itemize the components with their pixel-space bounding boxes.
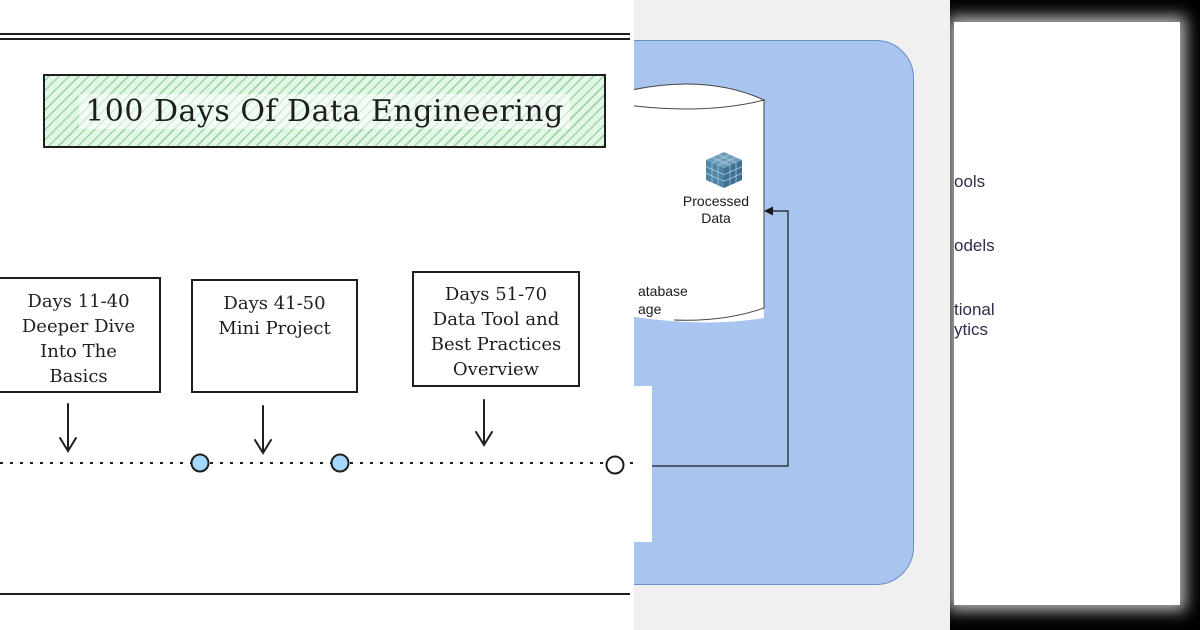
milestone-line: Best Practices (430, 334, 562, 355)
milestone-line: Overview (452, 359, 540, 380)
timeline-node (330, 453, 350, 473)
card-item-analytics: tional ytics (954, 300, 995, 339)
roadmap-title-box: 100 Days Of Data Engineering (43, 74, 606, 148)
down-arrow-icon (59, 403, 77, 453)
processed-data-label: Processed Data (682, 193, 750, 226)
milestone-line: Days 11-40 (27, 291, 130, 312)
milestone-line: Basics (49, 366, 108, 387)
card-panel: ools odels tional ytics (950, 0, 1200, 630)
timeline-line (0, 453, 634, 475)
milestone-line: Mini Project (218, 318, 331, 339)
down-arrow-icon (475, 399, 493, 447)
database-storage-label: atabase age (638, 283, 688, 317)
milestone-line: Data Tool and (432, 309, 560, 330)
milestone-line: Days 41-50 (223, 293, 326, 314)
content-card: ools odels tional ytics (954, 22, 1180, 605)
roadmap-panel: 100 Days Of Data Engineering Days 11-40 … (0, 33, 634, 595)
milestone-days-11-40: Days 11-40 Deeper Dive Into The Basics (0, 277, 161, 393)
milestone-line: Days 51-70 (444, 284, 548, 305)
database-diagram-panel: Processed Data atabase age (634, 0, 950, 630)
down-arrow-icon (254, 405, 272, 455)
cube-stack-icon (705, 152, 743, 188)
milestone-days-51-70: Days 51-70 Data Tool and Best Practices … (412, 271, 580, 387)
connector-arrow (652, 206, 789, 467)
top-border-line (0, 33, 630, 35)
partial-box (634, 386, 652, 542)
card-item-tools: ools (954, 172, 986, 191)
timeline-node (605, 455, 625, 475)
bottom-border-line (0, 593, 630, 595)
milestone-line: Deeper Dive (21, 316, 136, 337)
roadmap-title: 100 Days Of Data Engineering (79, 93, 570, 129)
top-border-line-inner (0, 38, 630, 40)
milestone-days-41-50: Days 41-50 Mini Project (191, 279, 358, 393)
card-item-models: odels (954, 236, 995, 255)
milestone-line: Into The (40, 341, 117, 362)
timeline-node (190, 453, 210, 473)
